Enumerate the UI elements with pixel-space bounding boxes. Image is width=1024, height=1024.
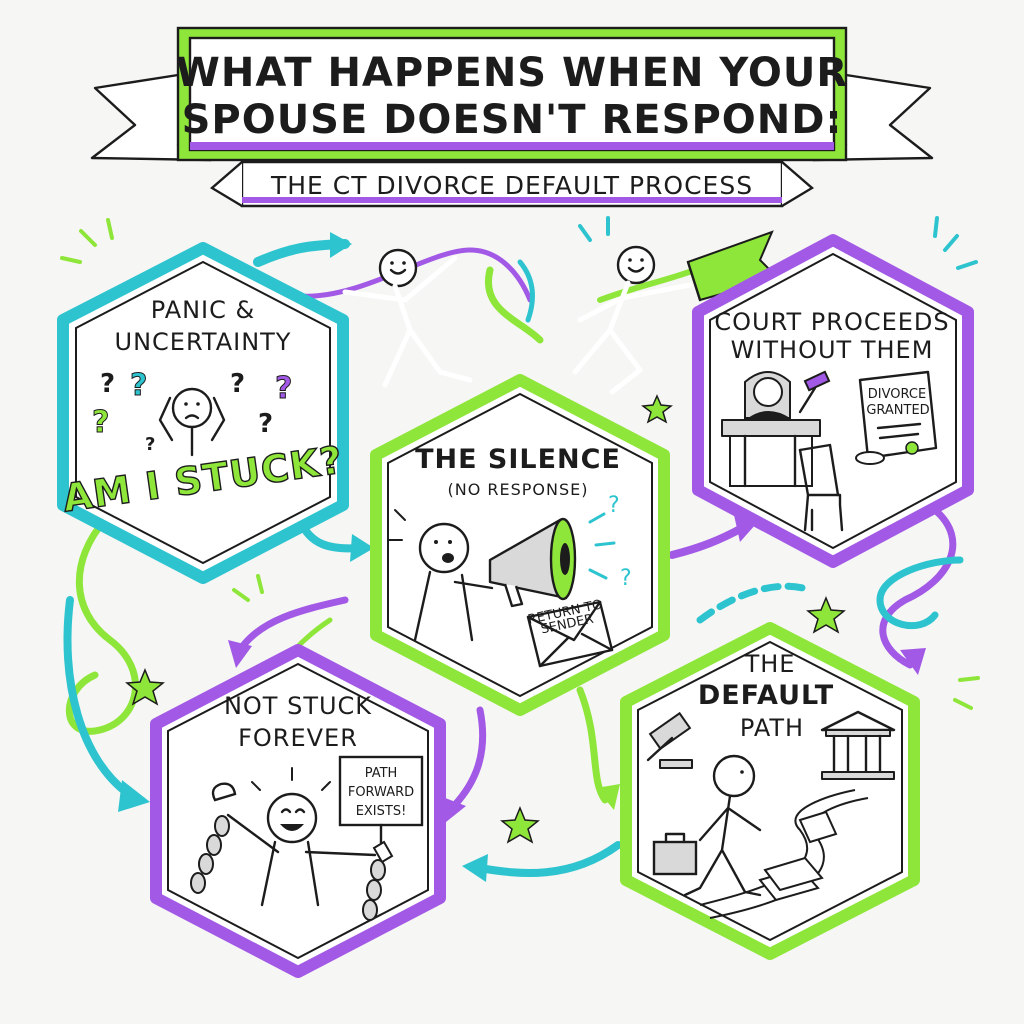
empty-chair <box>798 443 844 532</box>
default-title-line-3: PATH <box>740 714 804 742</box>
node-default-path: THE DEFAULT PATH <box>620 622 920 960</box>
question-mark-icon: ? ? ? ? ? ? ? <box>92 368 293 456</box>
svg-text:?: ? <box>145 434 155 455</box>
worried-figure <box>158 387 226 457</box>
title-banner: WHAT HAPPENS WHEN YOUR SPOUSE DOESN'T RE… <box>90 26 934 208</box>
winding-road <box>699 789 856 906</box>
megaphone-icon <box>488 517 577 608</box>
briefcase-icon <box>652 832 698 876</box>
svg-text:?: ? <box>620 566 632 591</box>
node-court: COURT PROCEEDS WITHOUT THEM DIVORCE GRAN… <box>692 234 974 568</box>
gavel-icon <box>798 370 831 414</box>
judge-figure <box>744 371 791 419</box>
court-title-line-1: COURT PROCEEDS <box>714 308 949 336</box>
silence-title-line-1: THE SILENCE <box>415 444 621 475</box>
svg-text:?: ? <box>608 493 620 518</box>
connector-swooshes <box>63 232 964 882</box>
jumping-figure-left <box>342 248 473 388</box>
node-silence: THE SILENCE (NO RESPONSE) ? ? RETURN TO … <box>370 374 670 716</box>
sign-line-1: PATH <box>365 766 398 781</box>
default-title-line-2: DEFAULT <box>698 680 834 711</box>
shouting-figure <box>413 522 494 642</box>
decree-scroll: DIVORCE GRANTED <box>855 370 938 465</box>
title-line-1: WHAT HAPPENS WHEN YOUR <box>176 50 848 96</box>
courthouse-icon <box>820 710 896 780</box>
court-title-line-2: WITHOUT THEM <box>731 336 934 364</box>
not-stuck-title-line-2: FOREVER <box>238 724 358 752</box>
svg-text:?: ? <box>100 369 115 399</box>
broken-chain-icon <box>190 815 386 921</box>
node-not-stuck: NOT STUCK FOREVER PATH FORWARD EXISTS! <box>150 644 446 978</box>
scroll-line-2: GRANTED <box>866 403 929 418</box>
path-forward-sign: PATH FORWARD EXISTS! <box>338 755 424 862</box>
panic-title-line-1: PANIC & <box>151 296 256 324</box>
happy-figure <box>211 782 394 907</box>
svg-text:?: ? <box>275 371 292 406</box>
gavel-icon <box>646 711 693 769</box>
subtitle: THE CT DIVORCE DEFAULT PROCESS <box>270 171 753 200</box>
svg-text:?: ? <box>130 368 147 403</box>
joy-marks <box>251 767 331 791</box>
svg-text:?: ? <box>258 409 273 439</box>
scroll-line-1: DIVORCE <box>868 387 926 402</box>
sign-line-3: EXISTS! <box>356 804 407 819</box>
svg-text:?: ? <box>92 405 109 440</box>
silence-title-line-2: (NO RESPONSE) <box>448 480 589 499</box>
svg-text:?: ? <box>230 369 245 399</box>
star-icon <box>125 394 846 844</box>
panic-title-line-2: UNCERTAINTY <box>115 328 292 356</box>
sign-line-2: FORWARD <box>348 785 414 800</box>
sound-marks: ? ? <box>387 493 632 591</box>
document-stack <box>758 810 838 902</box>
node-panic: PANIC & UNCERTAINTY ? ? ? ? ? ? ? AM I S… <box>57 242 349 584</box>
judge-bench <box>721 419 821 488</box>
not-stuck-title-line-1: NOT STUCK <box>224 692 372 720</box>
walking-figure <box>683 754 762 897</box>
default-title-line-1: THE <box>744 650 796 678</box>
title-line-2: SPOUSE DOESN'T RESPOND: <box>182 97 843 143</box>
